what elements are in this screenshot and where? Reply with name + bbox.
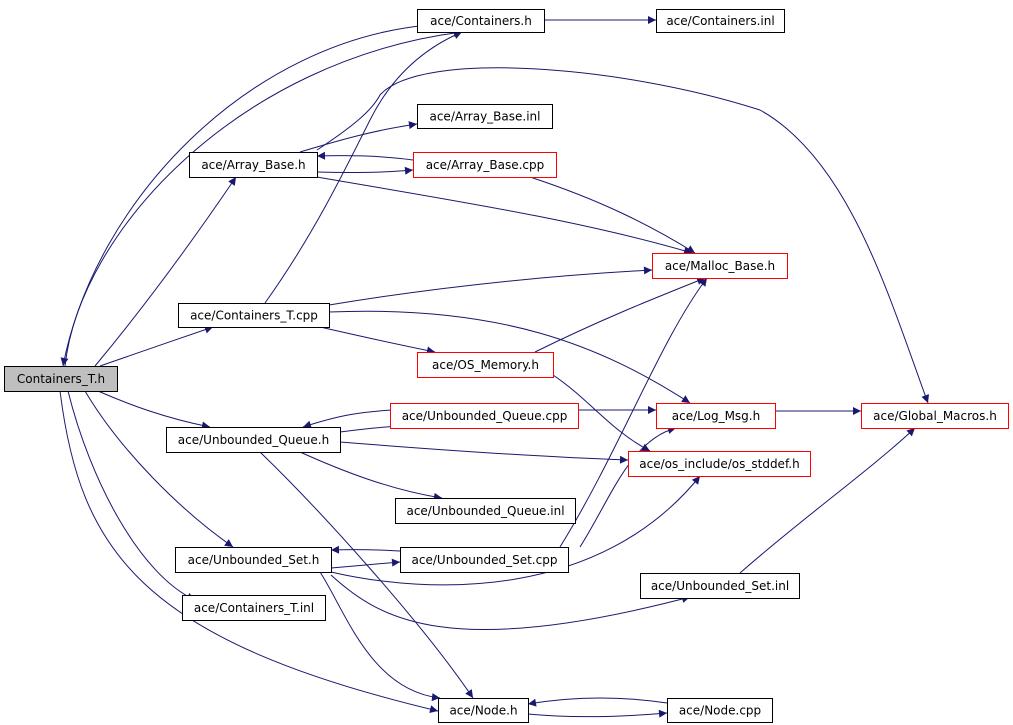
node-label: ace/Node.cpp <box>679 704 761 718</box>
node-containers_inl[interactable]: ace/Containers.inl <box>656 9 785 33</box>
node-node_h[interactable]: ace/Node.h <box>438 698 529 723</box>
edge-unbounded_set_h-to-os_stddef_h <box>330 475 701 586</box>
node-unbounded_queue_inl[interactable]: ace/Unbounded_Queue.inl <box>395 498 576 524</box>
edge-os_memory_h-to-malloc_base_h <box>534 277 706 353</box>
edge-containers_t_h-to-unbounded_set_h <box>84 390 234 548</box>
node-unbounded_set_cpp[interactable]: ace/Unbounded_Set.cpp <box>400 547 569 573</box>
edge-array_base_h-to-array_base_cpp <box>316 166 414 175</box>
edge-unbounded_set_h-to-node_h <box>319 571 441 702</box>
edge-array_base_cpp-to-malloc_base_h <box>529 176 696 254</box>
node-label: ace/Unbounded_Queue.h <box>178 433 329 447</box>
node-containers_t_inl[interactable]: ace/Containers_T.inl <box>182 595 326 621</box>
node-label: ace/Unbounded_Set.h <box>188 553 320 567</box>
node-os_stddef_h[interactable]: ace/os_include/os_stddef.h <box>628 451 811 477</box>
edge-unbounded_queue_h-to-node_h <box>259 451 474 699</box>
edge-os_memory_h-to-os_stddef_h <box>552 374 651 452</box>
node-box[interactable] <box>652 253 788 279</box>
node-label: ace/Containers.inl <box>666 14 774 28</box>
edge-unbounded_set_cpp-to-log_msg_h <box>579 426 677 548</box>
node-malloc_base_h[interactable]: ace/Malloc_Base.h <box>652 253 788 279</box>
node-label: ace/Node.h <box>449 704 517 718</box>
node-label: ace/Array_Base.inl <box>429 110 540 124</box>
node-box[interactable] <box>417 104 553 129</box>
edge-unbounded_queue_h-to-unbounded_queue_inl <box>299 451 443 501</box>
edge-containers_t_cpp-to-os_memory_h <box>319 326 436 355</box>
node-box[interactable] <box>861 403 1009 429</box>
edges-layer <box>59 16 929 718</box>
edge-containers_t_h-to-containers_t_cpp <box>99 325 214 367</box>
node-log_msg_h[interactable]: ace/Log_Msg.h <box>656 403 776 429</box>
edge-containers_t_h-to-node_h <box>59 390 439 714</box>
node-containers_h[interactable]: ace/Containers.h <box>417 9 545 33</box>
node-unbounded_set_h[interactable]: ace/Unbounded_Set.h <box>175 547 332 573</box>
node-label: ace/Unbounded_Set.inl <box>651 579 789 593</box>
edge-unbounded_set_h-to-unbounded_set_cpp <box>330 558 401 569</box>
node-box[interactable] <box>189 152 318 178</box>
node-label: ace/OS_Memory.h <box>432 358 539 372</box>
node-box[interactable] <box>656 9 785 33</box>
edge-unbounded_queue_cpp-to-unbounded_queue_h <box>302 409 393 429</box>
node-box[interactable] <box>667 698 773 723</box>
node-box[interactable] <box>390 403 579 429</box>
edge-unbounded_set_inl-to-global_macros_h <box>739 427 916 574</box>
node-node_cpp[interactable]: ace/Node.cpp <box>667 698 773 723</box>
edge-array_base_cpp-to-array_base_h <box>316 151 414 161</box>
node-box[interactable] <box>178 303 330 328</box>
node-containers_t_cpp[interactable]: ace/Containers_T.cpp <box>178 303 330 328</box>
nodes-layer: Containers_T.h ace/Containers.h ace/Contai… <box>4 9 1009 723</box>
node-box[interactable] <box>628 451 811 477</box>
node-label: ace/Array_Base.cpp <box>426 158 545 172</box>
edge-containers_t_h-to-unbounded_queue_h <box>97 390 211 430</box>
edge-array_base_h-to-global_macros_h <box>316 67 929 404</box>
node-array_base_cpp[interactable]: ace/Array_Base.cpp <box>413 152 557 178</box>
node-box[interactable] <box>4 366 118 392</box>
node-box[interactable] <box>175 547 332 573</box>
node-box[interactable] <box>417 352 554 378</box>
node-box[interactable] <box>656 403 776 429</box>
edge-unbounded_set_cpp-to-unbounded_set_h <box>330 545 401 554</box>
node-label: ace/Unbounded_Set.cpp <box>412 553 558 567</box>
node-box[interactable] <box>417 9 545 33</box>
edge-unbounded_queue_h-to-os_stddef_h <box>339 441 629 464</box>
node-unbounded_queue_cpp[interactable]: ace/Unbounded_Queue.cpp <box>390 403 579 429</box>
node-box[interactable] <box>438 698 529 723</box>
node-label: ace/Malloc_Base.h <box>665 259 775 273</box>
node-label: ace/Containers_T.cpp <box>190 309 318 323</box>
edge-array_base_h-to-array_base_inl <box>299 121 418 153</box>
edge-node_cpp-to-node_h <box>527 697 668 707</box>
node-label: ace/Containers_T.inl <box>194 601 314 615</box>
node-array_base_h[interactable]: ace/Array_Base.h <box>189 152 318 178</box>
node-unbounded_set_inl[interactable]: ace/Unbounded_Set.inl <box>640 573 800 599</box>
node-box[interactable] <box>182 595 326 621</box>
node-box[interactable] <box>400 547 569 573</box>
edge-unbounded_set_cpp-to-malloc_base_h <box>559 277 708 548</box>
edge-containers_t_h-to-array_base_h <box>94 176 237 367</box>
edge-unbounded_set_h-to-unbounded_set_inl <box>330 574 691 630</box>
node-unbounded_queue_h[interactable]: ace/Unbounded_Queue.h <box>166 427 341 453</box>
node-os_memory_h[interactable]: ace/OS_Memory.h <box>417 352 554 378</box>
node-label: ace/Log_Msg.h <box>672 409 760 423</box>
node-box[interactable] <box>640 573 800 599</box>
node-label: Containers_T.h <box>17 372 105 386</box>
edge-containers_h-to-containers_t_h <box>60 24 431 367</box>
node-label: ace/Unbounded_Queue.cpp <box>402 409 568 423</box>
node-box[interactable] <box>166 427 341 453</box>
node-box[interactable] <box>395 498 576 524</box>
node-label: ace/Unbounded_Queue.inl <box>406 504 564 518</box>
edge-containers_t_cpp-to-log_msg_h <box>328 310 691 404</box>
node-global_macros_h[interactable]: ace/Global_Macros.h <box>861 403 1009 429</box>
node-containers_t_h[interactable]: Containers_T.h <box>4 366 118 392</box>
node-array_base_inl[interactable]: ace/Array_Base.inl <box>417 104 553 129</box>
node-label: ace/Global_Macros.h <box>873 409 997 423</box>
node-label: ace/Containers.h <box>430 14 532 28</box>
edge-containers_t_cpp-to-containers_h <box>264 31 463 304</box>
edge-array_base_h-to-malloc_base_h <box>316 176 693 255</box>
edge-containers_t_cpp-to-malloc_base_h <box>328 266 653 306</box>
edge-node_h-to-node_cpp <box>527 709 668 718</box>
node-box[interactable] <box>413 152 557 178</box>
edge-containers_t_h-to-containers_t_inl <box>67 390 196 601</box>
node-label: ace/os_include/os_stddef.h <box>639 457 799 471</box>
node-label: ace/Array_Base.h <box>201 158 305 172</box>
